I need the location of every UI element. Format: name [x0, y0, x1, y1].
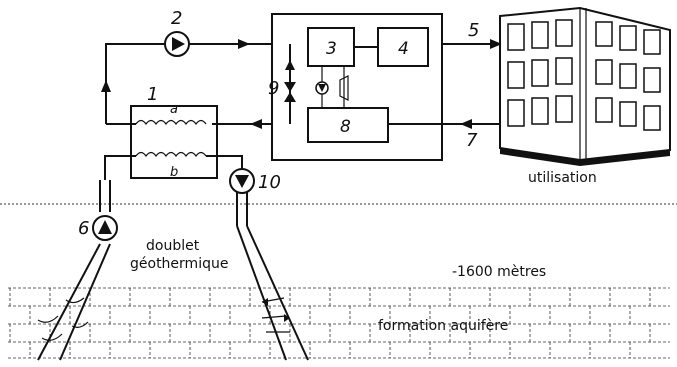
injection-well — [236, 185, 309, 361]
label-3: 3 — [326, 39, 337, 59]
label-b: b — [170, 165, 178, 180]
building-window — [555, 57, 573, 85]
label-2: 2 — [171, 8, 182, 29]
building-window — [643, 29, 661, 55]
component-3 — [307, 27, 355, 67]
bypass-valve — [284, 44, 296, 124]
label-4: 4 — [398, 39, 409, 59]
building-window — [595, 59, 613, 85]
building-window — [595, 21, 613, 47]
building-window — [555, 19, 573, 47]
building-window — [643, 67, 661, 93]
circulation-pump — [164, 31, 190, 57]
label-9: 9 — [268, 78, 279, 99]
label-5: 5 — [468, 20, 479, 41]
building-window — [531, 59, 549, 87]
building — [499, 6, 671, 166]
aquifer-formation — [8, 287, 670, 359]
building-window — [619, 63, 637, 89]
building-window — [531, 97, 549, 125]
label-a: a — [170, 102, 178, 117]
label-depth: -1600 mètres — [452, 264, 546, 280]
building-window — [643, 105, 661, 131]
label-aquifer: formation aquifère — [378, 318, 508, 334]
label-8: 8 — [340, 117, 351, 137]
building-window — [555, 95, 573, 123]
label-6: 6 — [78, 218, 89, 239]
label-geothermique: géothermique — [130, 256, 228, 272]
component-4 — [377, 27, 429, 67]
building-window — [531, 21, 549, 49]
heat-exchanger — [130, 105, 218, 179]
building-window — [619, 25, 637, 51]
building-window — [595, 97, 613, 123]
building-window — [507, 61, 525, 89]
label-1: 1 — [147, 84, 158, 105]
label-doublet: doublet — [146, 238, 200, 254]
building-window — [507, 23, 525, 51]
component-8 — [307, 107, 389, 143]
label-utilisation: utilisation — [528, 170, 597, 186]
production-pump — [92, 215, 118, 241]
label-10: 10 — [258, 172, 281, 193]
compressor-symbols — [315, 66, 349, 108]
building-window — [507, 99, 525, 127]
label-7: 7 — [466, 130, 478, 151]
production-well — [37, 180, 111, 361]
building-window — [619, 101, 637, 127]
injection-pump — [229, 168, 255, 194]
